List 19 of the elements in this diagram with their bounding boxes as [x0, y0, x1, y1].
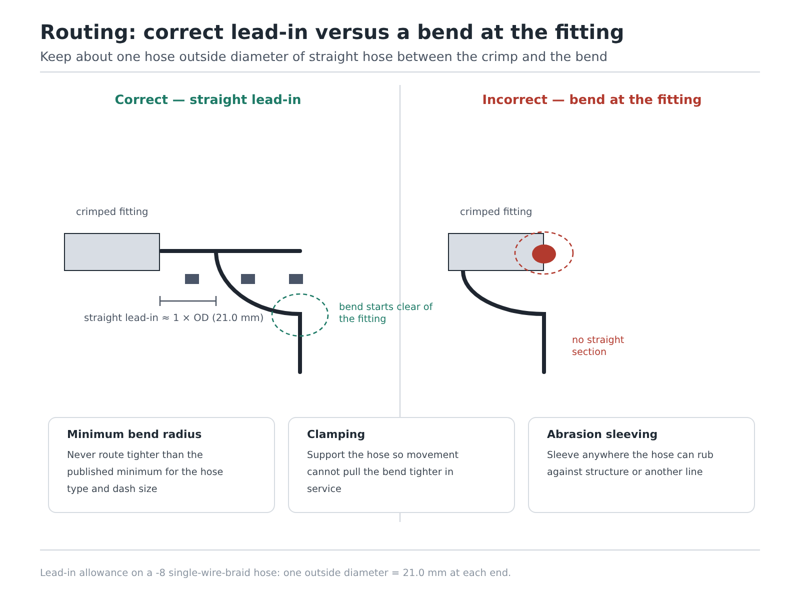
info-card	[48, 417, 275, 513]
info-card	[528, 417, 755, 513]
panel-heading: Correct — straight lead-in	[114, 93, 302, 109]
part-label: crimped fitting	[460, 207, 532, 219]
footnote: Lead-in allowance on a -8 single-wire-braid hose: one outside diameter = 21.0 mm at each end.	[40, 567, 512, 580]
annotation-note: no straight section	[572, 335, 626, 359]
card-text: Sleeve anywhere the hose can rub against structure or another line	[547, 449, 714, 480]
panel-heading: Incorrect — bend at the fitting	[482, 93, 702, 109]
dimension-label: straight lead-in ≈ 1 × OD (21.0 mm)	[84, 312, 264, 325]
card-text: Never route tighter than the published minimum for the hose type and dash size	[67, 449, 224, 497]
info-card	[288, 417, 515, 513]
card-text: Support the hose so movement cannot pull the bend tighter in service	[307, 449, 460, 497]
card-heading: Clamping	[307, 428, 366, 442]
annotation-note: bend starts clear of the fitting	[339, 302, 434, 326]
card-heading: Abrasion sleeving	[547, 428, 658, 442]
part-label: crimped fitting	[76, 207, 148, 219]
diagram-title: Routing: correct lead-in versus a bend at the fitting	[40, 19, 624, 45]
subtitle: Keep about one hose outside diameter of straight hose between the crimp and the bend	[40, 50, 608, 66]
card-heading: Minimum bend radius	[67, 428, 202, 442]
